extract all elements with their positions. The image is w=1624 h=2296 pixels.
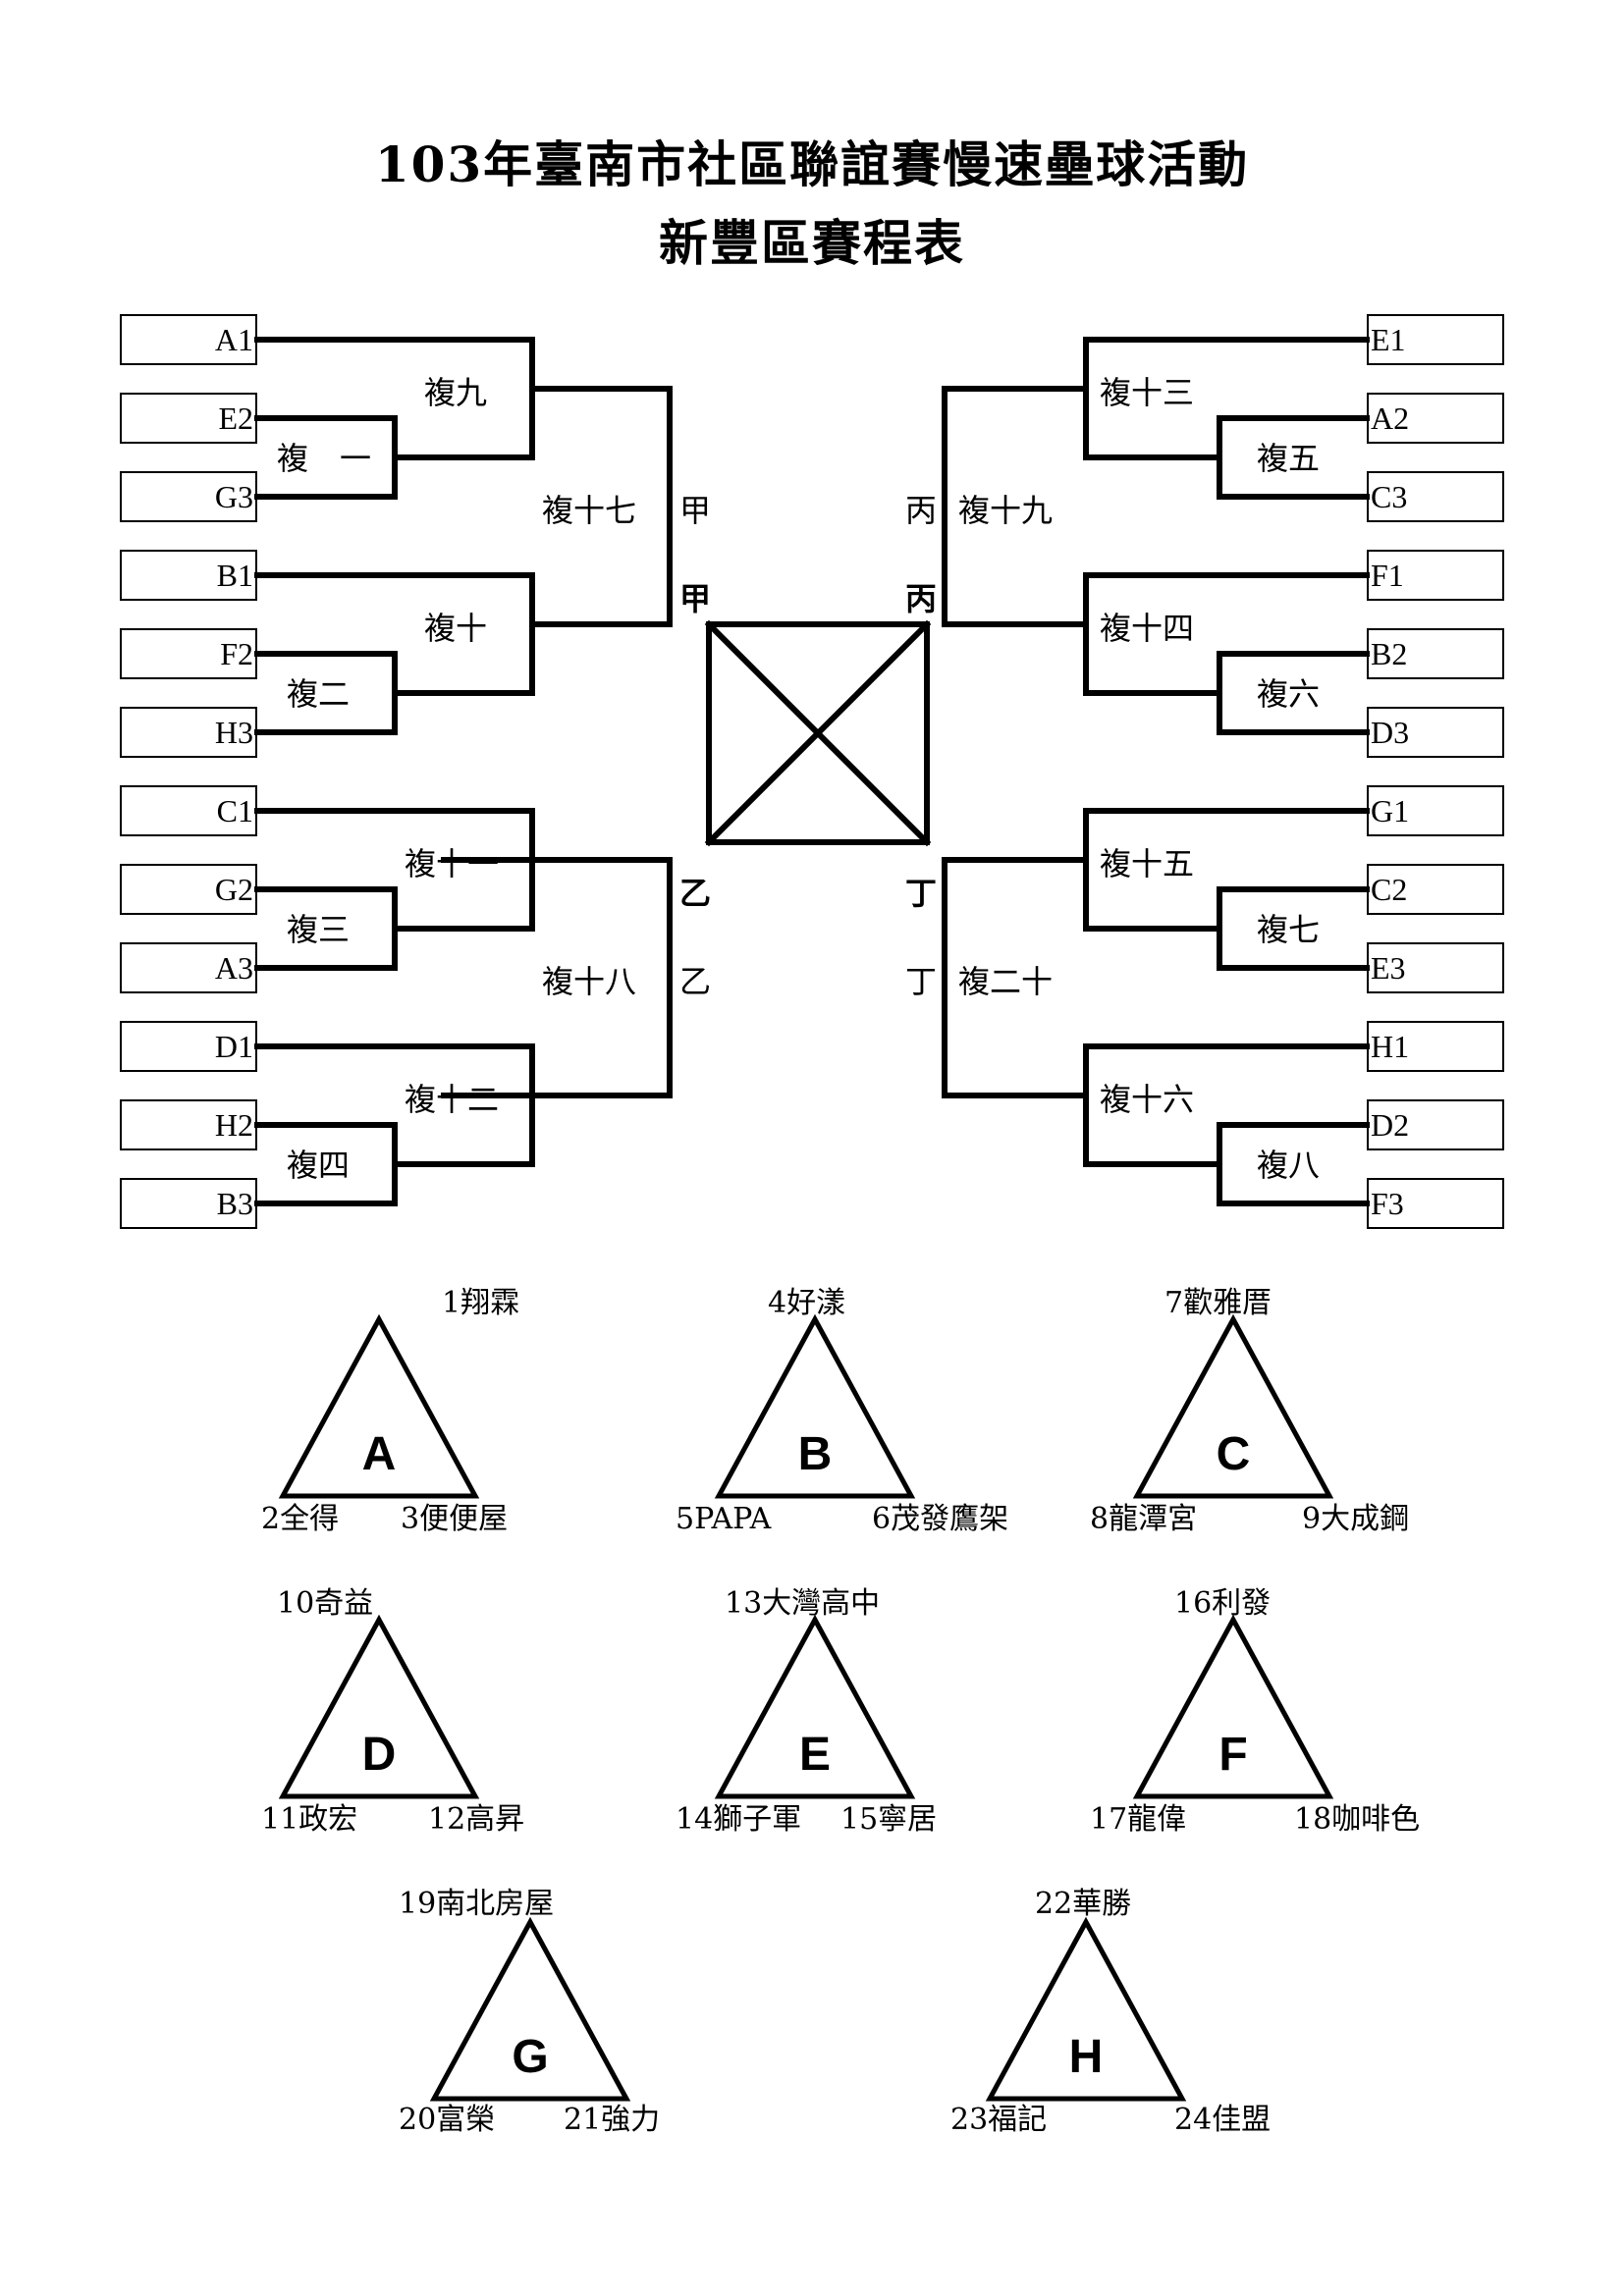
group-h-team-left: 23福記 <box>950 2103 1048 2137</box>
slot-left-3: G3 <box>120 471 257 522</box>
group-e-team-right: 15寧居 <box>840 1802 938 1837</box>
group-c-team-right: 9大成鋼 <box>1302 1502 1410 1536</box>
group-f-team-left: 17龍偉 <box>1090 1802 1187 1837</box>
slot-left-11: H2 <box>120 1099 257 1150</box>
group-a-team-top: 1翔霖 <box>442 1286 520 1320</box>
page-subtitle: 新豐區賽程表 <box>659 214 965 272</box>
group-e-team-top: 13大灣高中 <box>725 1586 881 1621</box>
game-label-2: 複二 <box>287 675 351 713</box>
group-d-letter: D <box>361 1729 397 1781</box>
group-g-team-right: 21強力 <box>564 2103 661 2137</box>
game-label-15: 複十五 <box>1100 845 1195 882</box>
game-label-20: 複二十 <box>958 963 1054 1000</box>
group-a-team-right: 3便便屋 <box>401 1502 509 1536</box>
slot-left-4: B1 <box>120 550 257 601</box>
game-label-14: 複十四 <box>1100 610 1195 647</box>
slot-left-7: C1 <box>120 785 257 836</box>
game-label-3: 複三 <box>287 911 351 948</box>
bracket-line <box>254 808 535 863</box>
slot-left-1: A1 <box>120 314 257 365</box>
group-c-team-top: 7歡雅厝 <box>1164 1286 1272 1320</box>
slot-right-4: F1 <box>1367 550 1504 601</box>
final-box-diagonal <box>704 619 932 847</box>
slot-right-1: E1 <box>1367 314 1504 365</box>
group-c-team-left: 8龍潭宮 <box>1090 1502 1198 1536</box>
group-d-team-left: 11政宏 <box>261 1802 358 1837</box>
group-f-letter: F <box>1218 1729 1248 1781</box>
slot-right-3: C3 <box>1367 471 1504 522</box>
game-label-18: 複十八 <box>542 963 637 1000</box>
page-title: 103年臺南市社區聯誼賽慢速壘球活動 <box>374 135 1250 193</box>
bracket-lines <box>254 337 1370 1206</box>
group-f-team-right: 18咖啡色 <box>1294 1802 1421 1837</box>
slot-right-7: G1 <box>1367 785 1504 836</box>
bracket-line <box>942 857 1089 1098</box>
slot-right-10: H1 <box>1367 1021 1504 1072</box>
game-label-1: 複 一 <box>277 440 372 477</box>
final-label-bing-bold: 丙 <box>905 580 938 617</box>
slot-left-9: A3 <box>120 942 257 993</box>
group-g-letter: G <box>512 2031 549 2083</box>
slot-left-12: B3 <box>120 1178 257 1229</box>
game-label-8: 複八 <box>1257 1147 1321 1184</box>
bracket-line <box>529 386 673 627</box>
bracket-line <box>942 386 1089 627</box>
group-b-team-left: 5PAPA <box>676 1502 772 1536</box>
game-label-12: 複十二 <box>405 1081 500 1118</box>
group-h-team-top: 22華勝 <box>1035 1887 1132 1921</box>
group-d-team-top: 10奇益 <box>277 1586 374 1621</box>
game-label-9: 複九 <box>424 374 488 411</box>
group-a-letter: A <box>361 1428 397 1480</box>
group-b-team-top: 4好漾 <box>768 1286 846 1320</box>
group-g-team-top: 19南北房屋 <box>399 1887 555 1921</box>
group-c-letter: C <box>1216 1428 1251 1480</box>
slot-left-2: E2 <box>120 393 257 444</box>
slot-left-8: G2 <box>120 864 257 915</box>
final-label-jia: 甲 <box>679 492 712 529</box>
slot-right-2: A2 <box>1367 393 1504 444</box>
bracket-line <box>254 1043 535 1098</box>
slot-left-5: F2 <box>120 628 257 679</box>
game-label-6: 複六 <box>1257 675 1321 713</box>
group-b-letter: B <box>797 1428 833 1480</box>
final-label-bing: 丙 <box>905 492 938 529</box>
slot-right-5: B2 <box>1367 628 1504 679</box>
group-e-letter: E <box>798 1729 831 1781</box>
slot-left-10: D1 <box>120 1021 257 1072</box>
game-label-4: 複四 <box>287 1147 351 1184</box>
slot-left-6: H3 <box>120 707 257 758</box>
final-box <box>706 621 930 845</box>
game-label-17: 複十七 <box>542 492 637 529</box>
bracket-line <box>529 857 673 1098</box>
slot-right-6: D3 <box>1367 707 1504 758</box>
group-a-team-left: 2全得 <box>261 1502 340 1536</box>
final-label-jia-bold: 甲 <box>679 580 712 617</box>
bracket-line <box>254 572 535 696</box>
final-label-ding: 丁 <box>905 963 938 1000</box>
game-label-16: 複十六 <box>1100 1081 1195 1118</box>
slot-right-8: C2 <box>1367 864 1504 915</box>
slot-right-9: E3 <box>1367 942 1504 993</box>
game-label-7: 複七 <box>1257 911 1321 948</box>
final-label-yi-bold: 乙 <box>679 875 712 912</box>
game-label-5: 複五 <box>1257 440 1321 477</box>
game-label-10: 複十 <box>424 610 488 647</box>
group-g-team-left: 20富榮 <box>399 2103 496 2137</box>
game-label-13: 複十三 <box>1100 374 1195 411</box>
group-d-team-right: 12高昇 <box>428 1802 525 1837</box>
game-label-11: 複十一 <box>405 845 500 882</box>
group-h-letter: H <box>1068 2031 1104 2083</box>
group-f-team-top: 16利發 <box>1174 1586 1272 1621</box>
slot-right-12: F3 <box>1367 1178 1504 1229</box>
final-label-ding-bold: 丁 <box>905 875 938 912</box>
final-label-yi: 乙 <box>679 963 712 1000</box>
slot-right-11: D2 <box>1367 1099 1504 1150</box>
game-label-19: 複十九 <box>958 492 1054 529</box>
group-h-team-right: 24佳盟 <box>1174 2103 1272 2137</box>
group-b-team-right: 6茂發鷹架 <box>872 1502 1009 1536</box>
group-e-team-left: 14獅子軍 <box>676 1802 802 1837</box>
